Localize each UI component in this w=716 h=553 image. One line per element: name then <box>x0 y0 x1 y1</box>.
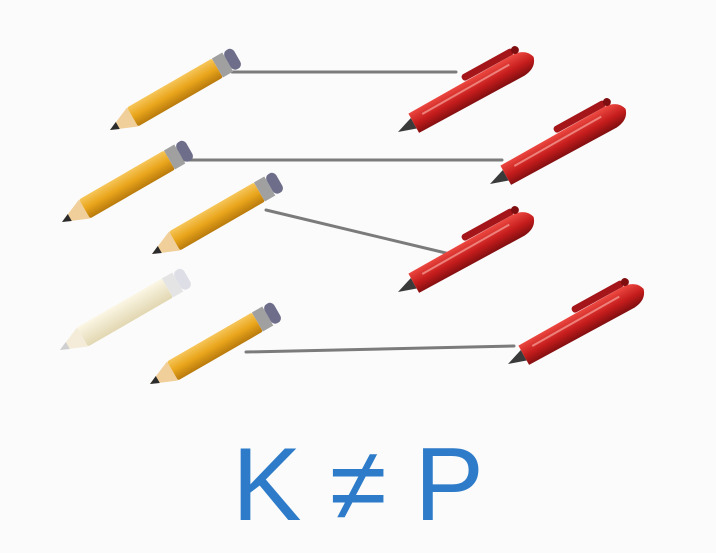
faded-pencil-icon <box>60 268 191 350</box>
link-line-3 <box>264 208 452 256</box>
set-p-label: P <box>414 427 484 543</box>
pen-icon <box>398 46 535 133</box>
link-line-4 <box>244 344 516 354</box>
set-k-label: K <box>232 427 302 543</box>
pencil-icon <box>150 302 281 384</box>
inequality-formula: K ≠ P <box>0 430 716 540</box>
pen-icon <box>490 98 627 185</box>
pencil-icon <box>62 140 193 222</box>
pen-icon <box>508 278 645 365</box>
connection-lines <box>180 70 516 354</box>
not-equal-symbol: ≠ <box>329 427 387 543</box>
pencil-icon <box>110 48 241 130</box>
pen-icon <box>398 206 535 293</box>
pencil-icon <box>152 172 283 254</box>
